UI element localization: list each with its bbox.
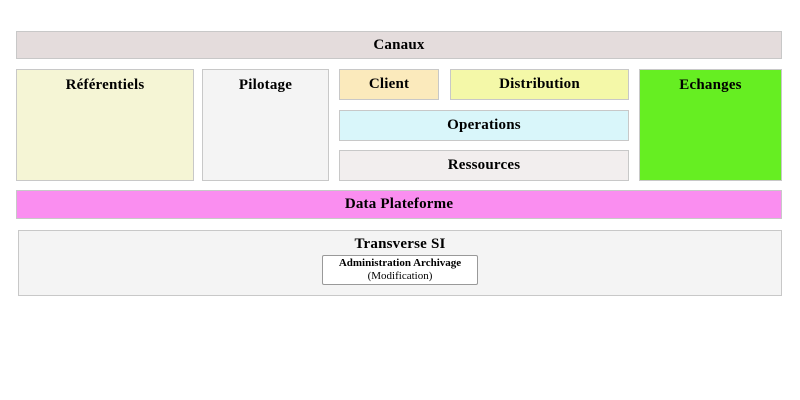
block-client[interactable]: Client — [339, 69, 439, 100]
block-client-label: Client — [368, 76, 410, 93]
block-referentiels-label: Référentiels — [65, 77, 145, 93]
block-echanges-label: Echanges — [679, 77, 742, 93]
layer-canaux-label: Canaux — [373, 36, 425, 53]
block-operations-label: Operations — [447, 117, 521, 134]
layer-data-plateforme-label: Data Plateforme — [344, 196, 454, 213]
block-administration-archivage-subtitle: (Modification) — [367, 270, 433, 282]
layer-transverse-si-label: Transverse SI — [354, 236, 446, 252]
block-distribution[interactable]: Distribution — [450, 69, 629, 100]
block-operations[interactable]: Operations — [339, 110, 629, 141]
block-administration-archivage[interactable]: Administration Archivage (Modification) — [322, 255, 478, 285]
block-pilotage[interactable]: Pilotage — [202, 69, 329, 181]
layer-data-plateforme[interactable]: Data Plateforme — [16, 190, 782, 219]
block-administration-archivage-title: Administration Archivage — [338, 257, 462, 270]
block-distribution-label: Distribution — [499, 76, 580, 93]
block-echanges[interactable]: Echanges — [639, 69, 782, 181]
block-ressources-label: Ressources — [447, 157, 521, 174]
layer-canaux[interactable]: Canaux — [16, 31, 782, 59]
block-pilotage-label: Pilotage — [238, 77, 293, 93]
block-ressources[interactable]: Ressources — [339, 150, 629, 181]
block-referentiels[interactable]: Référentiels — [16, 69, 194, 181]
layer-transverse-si[interactable]: Transverse SI — [18, 230, 782, 296]
